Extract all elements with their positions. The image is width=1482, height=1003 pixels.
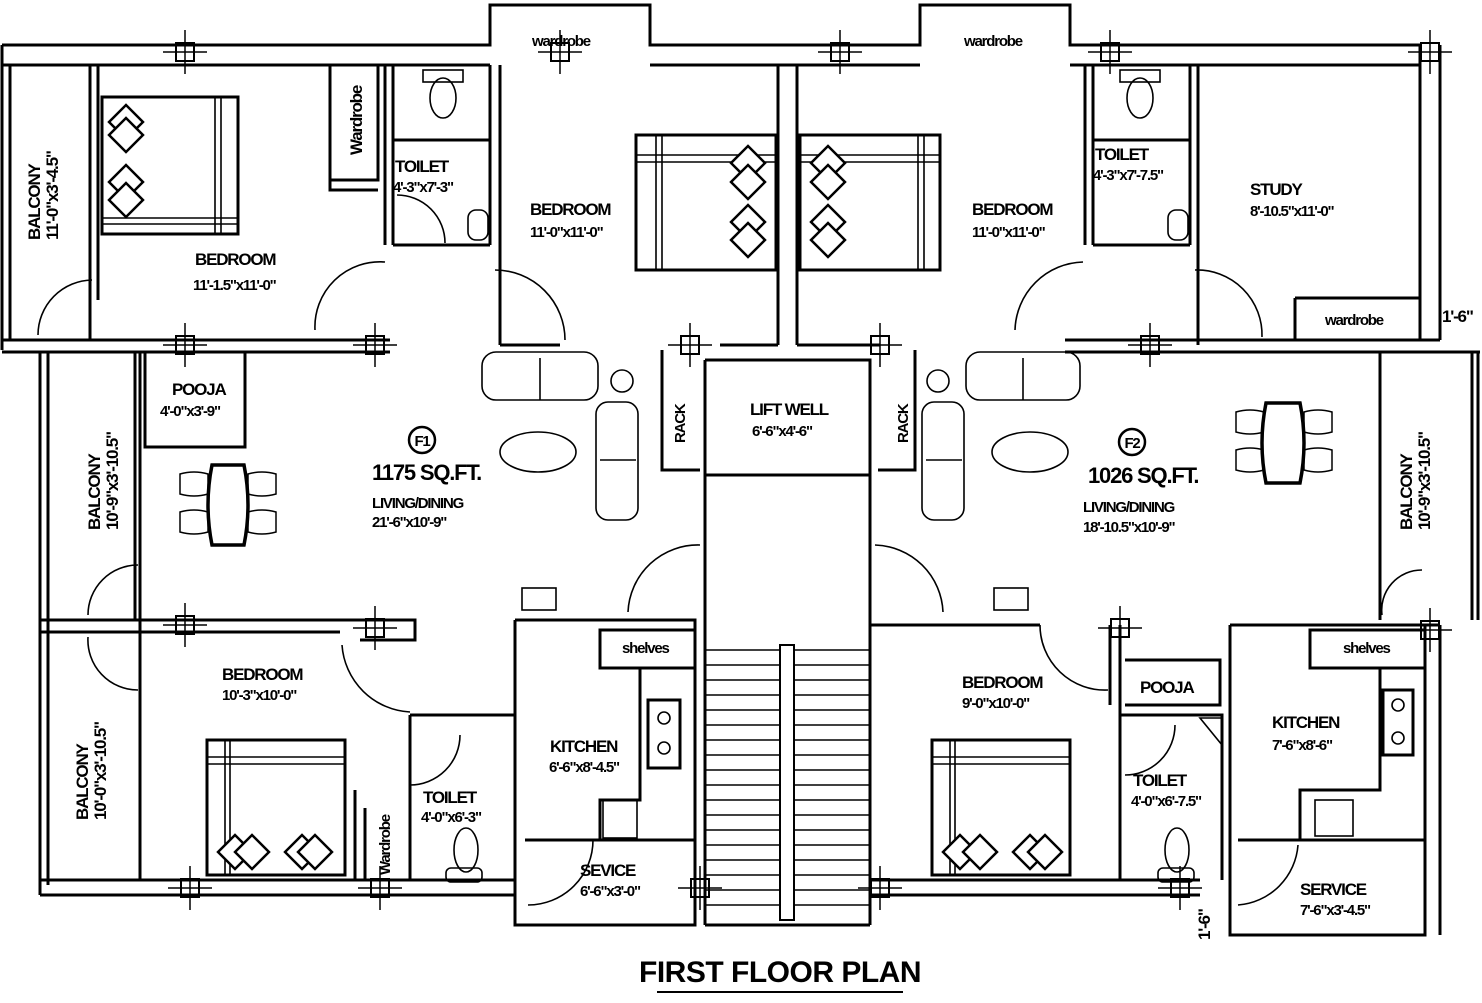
unit-f2-area: 1026 SQ.FT. (1088, 463, 1198, 488)
walls (0, 3, 1480, 937)
svg-text:F1: F1 (414, 433, 430, 450)
rack-l-label: RACK (672, 403, 689, 443)
pooja-l-label: POOJA (172, 380, 226, 399)
bedroom-bl-dim: 10'-3"x10'-0" (222, 687, 297, 704)
study-dim: 8'-10.5"x11'-0" (1250, 203, 1335, 220)
toilet-br-dim: 4'-0"x6'-7.5" (1131, 793, 1202, 810)
balcony-bl-label: BALCONY10'-0"x3'-10.5" (73, 722, 110, 820)
shelves-r-label: shelves (1343, 640, 1390, 657)
unit-f1-area: 1175 SQ.FT. (372, 460, 481, 485)
service-l-label: SEVICE (580, 861, 636, 880)
wardrobe-study-label: wardrobe (1324, 312, 1384, 329)
rack-r-label: RACK (895, 403, 912, 443)
toilet-tr-label: TOILET (1095, 145, 1150, 164)
stove-icons (657, 698, 1405, 755)
dining-f1 (179, 463, 277, 547)
toilet-tr-dim: 4'-3"x7'-7.5" (1093, 167, 1164, 184)
kitchen-r-dim: 7'-6"x8'-6" (1272, 737, 1333, 754)
balcony-tl-label: BALCONY11'-0"x3'-4.5" (25, 151, 62, 240)
bedroom-br-dim: 9'-0"x10'-0" (962, 695, 1030, 712)
balcony-mr-label: BALCONY10'-9"x3'-10.5" (1397, 432, 1434, 530)
dining-f2 (1235, 401, 1333, 485)
bedroom-bl-label: BEDROOM (222, 665, 303, 684)
svg-text:FIRST FLOOR PLAN: FIRST FLOOR PLAN (639, 956, 921, 989)
service-r-label: SERVICE (1300, 880, 1367, 899)
kitchen-l-dim: 6'-6"x8'-4.5" (549, 759, 620, 776)
bedroom-tc2-dim: 11'-0"x11'-0" (972, 224, 1046, 241)
bed-tl (100, 95, 240, 236)
offset-top-dim: 1'-6" (1442, 307, 1473, 326)
bedroom-br-label: BEDROOM (962, 673, 1043, 692)
living-f2-dim: 18'-10.5"x10'-9" (1083, 519, 1175, 536)
living-f1-dim: 21'-6"x10'-9" (372, 514, 447, 531)
bed-tc1 (634, 133, 778, 272)
room-labels: BALCONY11'-0"x3'-4.5" BEDROOM 11'-1.5"x1… (25, 33, 1474, 940)
living-f1-label: LIVING/DINING (372, 495, 464, 512)
pooja-r-label: POOJA (1140, 678, 1194, 697)
toilet-br-label: TOILET (1133, 771, 1188, 790)
unit-f2-tag: F2 (1117, 427, 1147, 457)
wardrobe-tl-label: Wardrobe (347, 85, 366, 155)
shelves-l-label: shelves (622, 640, 669, 657)
toilet-fixtures (422, 69, 1354, 883)
lift-label: LIFT WELL (750, 400, 829, 419)
bed-br (930, 738, 1072, 877)
bed-bl (205, 738, 347, 877)
wardrobe-top2-label: wardrobe (963, 33, 1023, 50)
service-r-dim: 7'-6"x3'-4.5" (1300, 902, 1371, 919)
living-f2-label: LIVING/DINING (1083, 499, 1175, 516)
bedroom-tc1-dim: 11'-0"x11'-0" (530, 224, 604, 241)
bedroom-tl-label: BEDROOM (195, 250, 276, 269)
bedroom-tc2-label: BEDROOM (972, 200, 1053, 219)
toilet-tl-dim: 4'-3"x7'-3" (393, 179, 454, 196)
bedroom-tl-dim: 11'-1.5"x11'-0" (193, 277, 277, 294)
doors (37, 194, 1423, 906)
stair-treads (705, 644, 870, 921)
offset-bottom-dim: 1'-6" (1195, 909, 1214, 940)
service-l-dim: 6'-6"x3'-0" (580, 883, 641, 900)
pooja-l-dim: 4'-0"x3'-9" (160, 403, 221, 420)
sofa-f2 (921, 351, 1081, 521)
toilet-bl-dim: 4'-0"x6'-3" (421, 809, 482, 826)
bedroom-tc1-label: BEDROOM (530, 200, 611, 219)
kitchen-r-label: KITCHEN (1272, 713, 1340, 732)
wardrobe-top1-label: wardrobe (531, 33, 591, 50)
plan-title: FIRST FLOOR PLAN (639, 956, 921, 993)
svg-text:F2: F2 (1124, 435, 1140, 452)
lift-dim: 6'-6"x4'-6" (752, 423, 813, 440)
toilet-bl-label: TOILET (423, 788, 478, 807)
bed-tc2 (798, 133, 942, 272)
study-label: STUDY (1250, 180, 1303, 199)
sofa-f1 (481, 351, 639, 521)
toilet-tl-label: TOILET (395, 157, 450, 176)
wardrobe-bl-label: Wardrobe (377, 814, 394, 875)
balcony-ml-label: BALCONY10'-9"x3'-10.5" (85, 432, 122, 530)
kitchen-l-label: KITCHEN (550, 737, 618, 756)
unit-f1-tag: F1 (407, 425, 437, 455)
furniture (100, 69, 1405, 883)
